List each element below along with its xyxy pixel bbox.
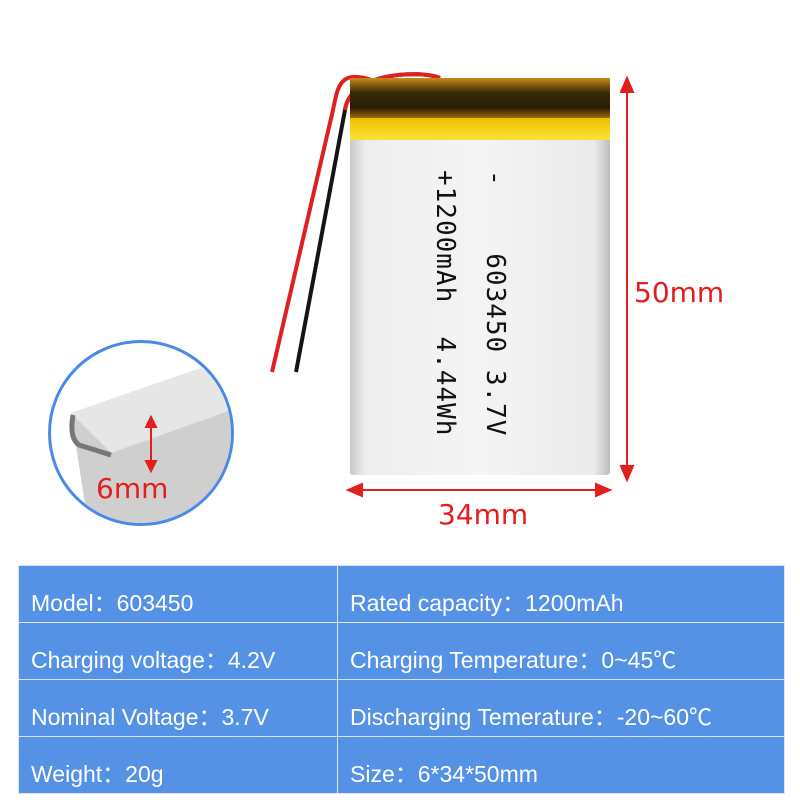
protection-circuit-board: [350, 78, 610, 120]
width-arrow: [345, 482, 613, 498]
spec-charging-voltage: Charging voltage：4.2V: [18, 622, 338, 680]
height-label: 50mm: [634, 276, 725, 309]
spec-model: Model：603450: [18, 565, 338, 623]
spec-charging-temperature: Charging Temperature：0~45℃: [337, 622, 785, 680]
dimension-arrows: [345, 75, 635, 498]
yellow-tape: [350, 118, 610, 140]
thickness-label: 6mm: [96, 472, 169, 505]
spec-rated-capacity: Rated capacity：1200mAh: [337, 565, 785, 623]
height-arrow: [619, 75, 635, 483]
battery-label-line2: +1200mAh 4.44Wh: [430, 170, 460, 437]
battery-body: [350, 78, 610, 475]
width-label: 34mm: [438, 498, 529, 531]
battery-edge-closeup: [69, 368, 231, 523]
thickness-inset: [48, 340, 234, 526]
spec-discharging-temperature: Discharging Temerature：-20~60℃: [337, 679, 785, 737]
red-wire: [270, 74, 373, 373]
spec-size: Size：6*34*50mm: [337, 736, 785, 794]
battery-label-line1: - 603450 3.7V: [480, 170, 510, 437]
spec-nominal-voltage: Nominal Voltage：3.7V: [18, 679, 338, 737]
spec-weight: Weight：20g: [18, 736, 338, 794]
